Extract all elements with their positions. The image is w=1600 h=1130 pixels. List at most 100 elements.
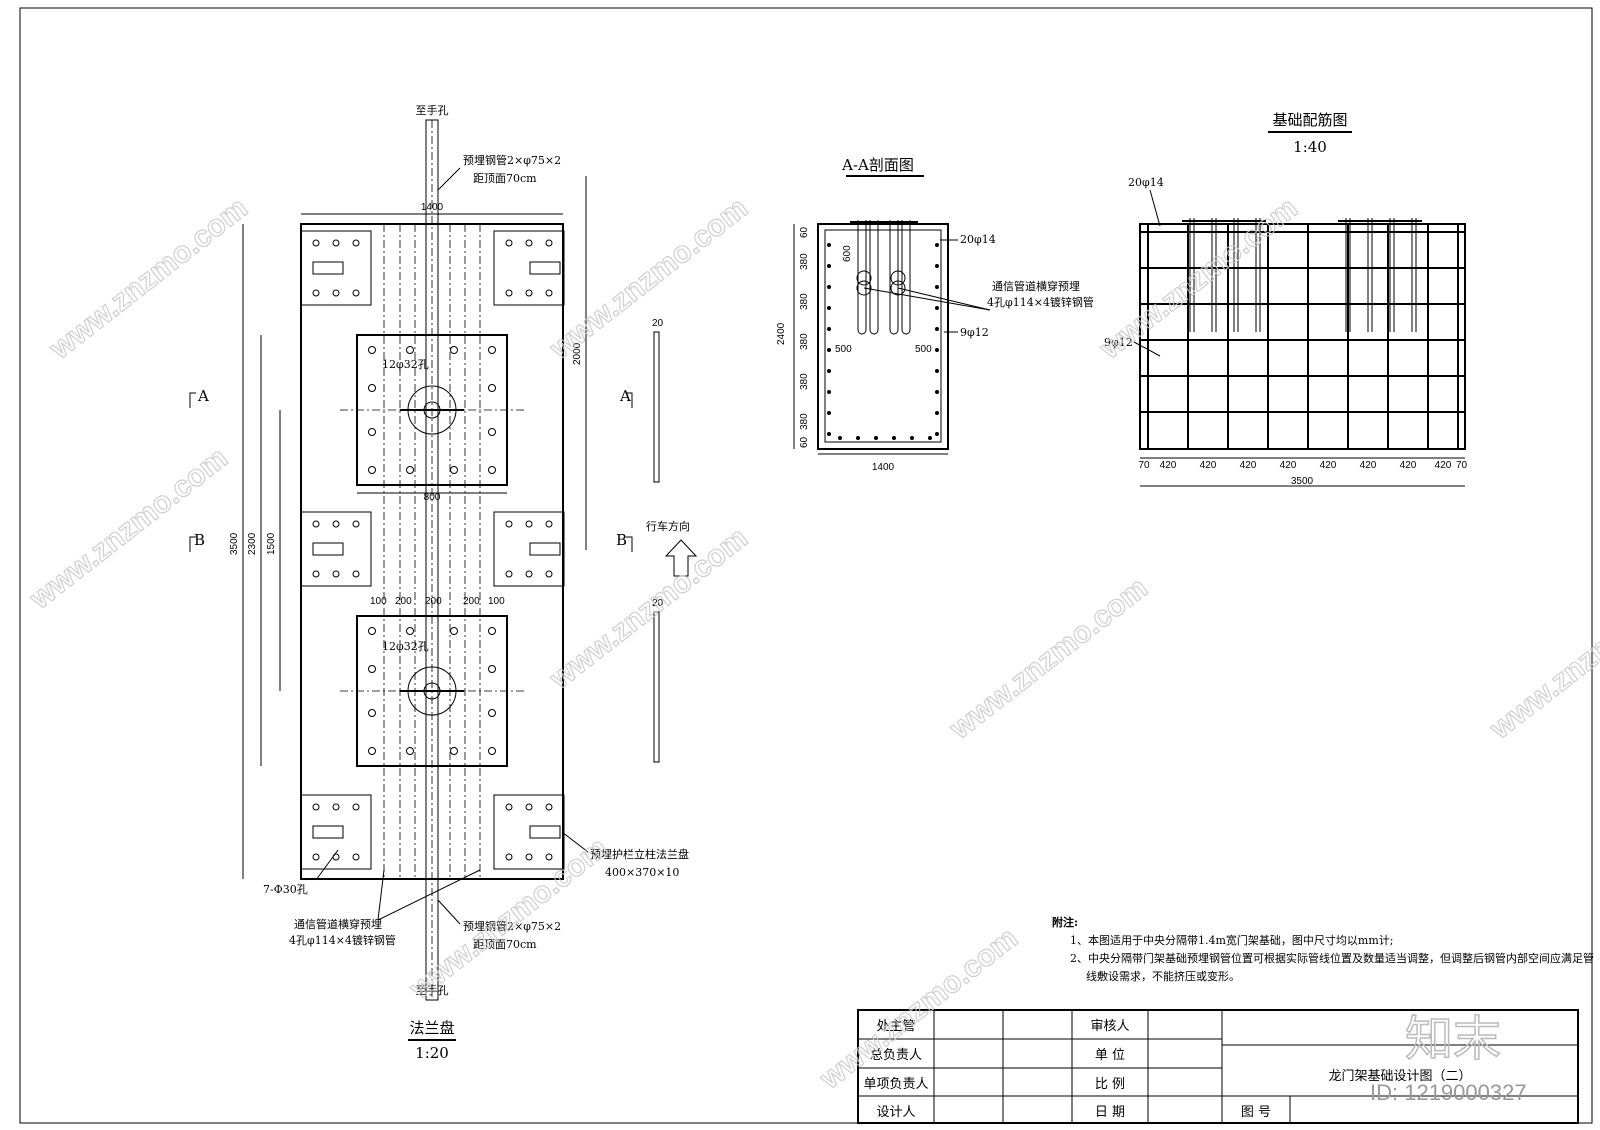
watermark-site-8: www.znzmo.com [813,921,1024,1096]
tb-drawing-title: 龙门架基础设计图（二） [1328,1069,1471,1084]
tb-r3c3: 比 例 [1095,1077,1125,1092]
watermark-site-6: www.znzmo.com [943,571,1154,746]
dim-380-d: 380 [799,373,810,390]
section-marker-b-right: B [616,531,627,549]
section-aa-comm-size: 4孔φ114×4镀锌钢管 [987,295,1094,309]
plan-title: 法兰盘 [409,1019,454,1037]
bolt-hole [406,466,414,474]
rebar-grid [1140,224,1465,449]
comm-pipe-label: 通信管道横穿预埋 [294,917,382,931]
flange-holes [368,627,496,755]
guard-plate-tr [493,230,565,306]
bolt-hole [488,665,496,673]
to-handhole-top: 至手孔 [416,103,449,117]
guard-plate-holes [505,803,553,861]
watermark-site-9: www.znzmo.com [1483,571,1600,746]
section-marker-a-right: A [619,387,631,405]
dim-380-e: 380 [799,413,810,430]
tb-r2c1: 总负责人 [870,1048,922,1063]
dim-380-b: 380 [799,293,810,310]
dim-380-c: 380 [799,333,810,350]
guard-plate-holes [312,803,360,861]
watermark-site-5: www.znzmo.com [543,521,754,696]
rebar-spacing-label: 420 [1280,460,1297,471]
watermark-id: ID: 1219000327 [1370,1080,1527,1105]
direction-arrow-icon [664,539,698,577]
tb-r2c3: 单 位 [1095,1048,1125,1063]
rebar-spacing-label: 420 [1320,460,1337,471]
section-marker-b-left: B [194,531,205,549]
guard-plate-holes [505,239,553,297]
bolt-hole [488,466,496,474]
pipe-top-note: 距顶面70cm [473,172,537,185]
hole-label-lower: 12φ32孔 [382,640,429,653]
guard-plate-bl [300,794,372,870]
guard-flange-label: 预埋护栏立柱法兰盘 [590,847,689,861]
pipe-bottom-label: 预埋钢管2×φ75×2 [463,919,561,933]
flange-section-lower [653,611,660,763]
guard-plate-holes [505,520,553,578]
dim-800: 800 [424,492,441,503]
bolt-hole [488,384,496,392]
plan-view: 1400 至手孔 至手孔 预埋钢管2×φ75×2 距顶面70cm 预埋钢管2×φ… [189,103,698,1062]
rebar-spacing-label: 420 [1240,460,1257,471]
dim-20-lower: 20 [652,598,664,609]
rebar-spacing-label: 420 [1160,460,1177,471]
comm-pipe-size: 4孔φ114×4镀锌钢管 [289,933,396,947]
bolt-hole [488,428,496,436]
watermark-site-4: www.znzmo.com [23,441,234,616]
rebar-spacing-label: 420 [1435,460,1452,471]
section-aa-rebar-side: 9φ12 [960,326,989,339]
rebar-spacing-label: 70 [1138,460,1150,471]
hole-label-upper: 12φ32孔 [382,358,429,371]
dim-200-b: 200 [425,596,442,607]
tb-r3c1: 单项负责人 [863,1077,928,1092]
section-rebar-dots [827,243,939,440]
rebar-plan-rebar-top: 20φ14 [1128,176,1164,189]
rebar-spacing-label: 420 [1400,460,1417,471]
bolt-hole [450,627,458,635]
section-marker-a-left: A [197,387,209,405]
bolt-hole [368,665,376,673]
rebar-plan-title: 基础配筋图 [1272,111,1347,129]
dim-1500: 1500 [266,532,277,555]
pipe-top-label: 预埋钢管2×φ75×2 [463,153,561,167]
title-block: 处主管 总负责人 单项负责人 设计人 审核人 单 位 比 例 日 期 龙门架基础… [857,1009,1579,1124]
tb-drawing-no: 图 号 [1241,1105,1271,1120]
dim-380-a: 380 [799,253,810,270]
dim-500-right: 500 [915,344,932,355]
notes-head: 附注: [1052,915,1078,929]
flange-holes [368,346,496,474]
bolt-hole [406,747,414,755]
tb-r4c1: 设计人 [876,1105,915,1120]
dim-100-b: 100 [488,596,505,607]
bolt-hole [368,466,376,474]
bolt-hole [450,747,458,755]
rebar-spacing-label: 420 [1360,460,1377,471]
bolt-hole [450,346,458,354]
rebar-plan-total: 3500 [1291,476,1314,487]
notes: 附注: 1、本图适用于中央分隔带1.4m宽门架基础，图中尺寸均以mm计; 2、中… [1052,915,1594,983]
dim-60-top: 60 [799,226,810,238]
bolt-hole [488,627,496,635]
section-aa-title: A-A剖面图 [841,156,914,174]
bolt-hole [488,346,496,354]
bolt-hole [488,747,496,755]
bolt-hole [406,627,414,635]
bolt-hole [368,709,376,717]
dim-500-left: 500 [835,344,852,355]
dim-200-c: 200 [463,596,480,607]
bolt-hole [368,627,376,635]
notes-line3: 线敷设需求，不能挤压或变形。 [1086,969,1240,983]
bolt-hole [368,384,376,392]
guard-plate-tl [300,230,372,306]
sheet-border [19,7,1593,1124]
rebar-plan-rebar-side: 9φ12 [1104,336,1133,349]
watermark-logo: 知末 [1405,1011,1501,1067]
bolt-hole [450,466,458,474]
rebar-spacing-label: 70 [1456,460,1468,471]
guard-plate-mr [493,511,565,587]
section-aa-rebar-top: 20φ14 [960,233,996,246]
